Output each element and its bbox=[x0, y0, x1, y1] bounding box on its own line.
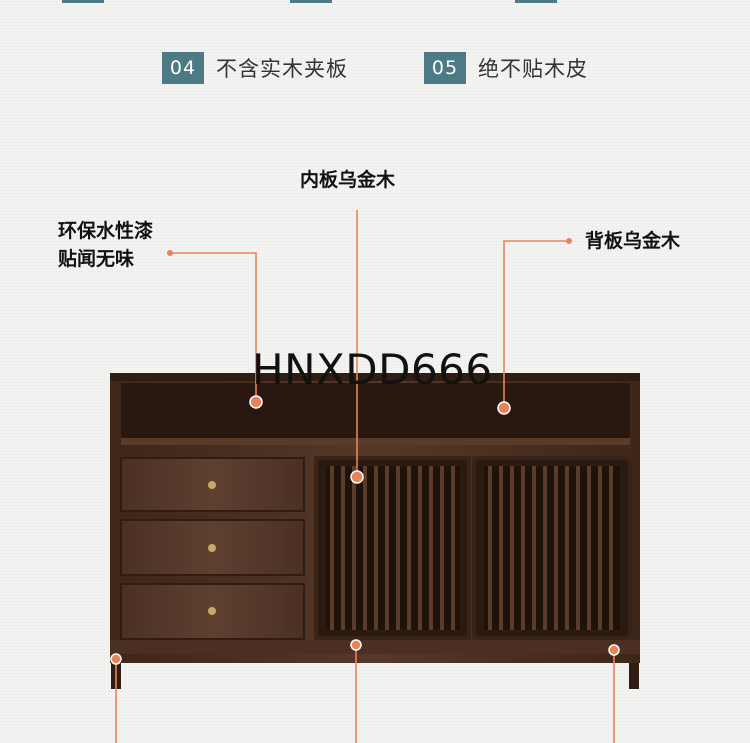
lattice-doors bbox=[314, 456, 632, 640]
callout-inner-board: 内板乌金木 bbox=[300, 169, 396, 191]
feature-number-badge: 04 bbox=[162, 52, 204, 84]
feature-tab-top-3 bbox=[515, 0, 557, 3]
shelf-edge bbox=[121, 438, 630, 445]
leader-dots bbox=[110, 238, 620, 665]
callout-paint-line1: 环保水性漆 bbox=[58, 220, 154, 242]
feature-number-badge: 05 bbox=[424, 52, 466, 84]
feature-05: 05 绝不贴木皮 bbox=[424, 52, 588, 84]
feature-tab-top-2 bbox=[290, 0, 332, 3]
callout-back-board: 背板乌金木 bbox=[585, 230, 681, 252]
feature-tab-top-1 bbox=[62, 0, 104, 3]
callout-paint-line2: 贴闻无味 bbox=[58, 248, 135, 270]
watermark-text: HNXDD666 bbox=[252, 345, 493, 394]
callout-paint: 环保水性漆 贴闻无味 bbox=[58, 217, 153, 273]
open-shelf bbox=[121, 383, 630, 445]
feature-label: 不含实木夹板 bbox=[216, 57, 348, 81]
feature-04: 04 不含实木夹板 bbox=[162, 52, 348, 84]
drawers bbox=[120, 457, 305, 640]
cabinet-base bbox=[110, 640, 640, 654]
leader-lines bbox=[115, 210, 615, 743]
cabinet-top bbox=[110, 373, 640, 381]
feature-label: 绝不贴木皮 bbox=[478, 57, 588, 81]
cabinet-leg-right bbox=[629, 655, 639, 689]
